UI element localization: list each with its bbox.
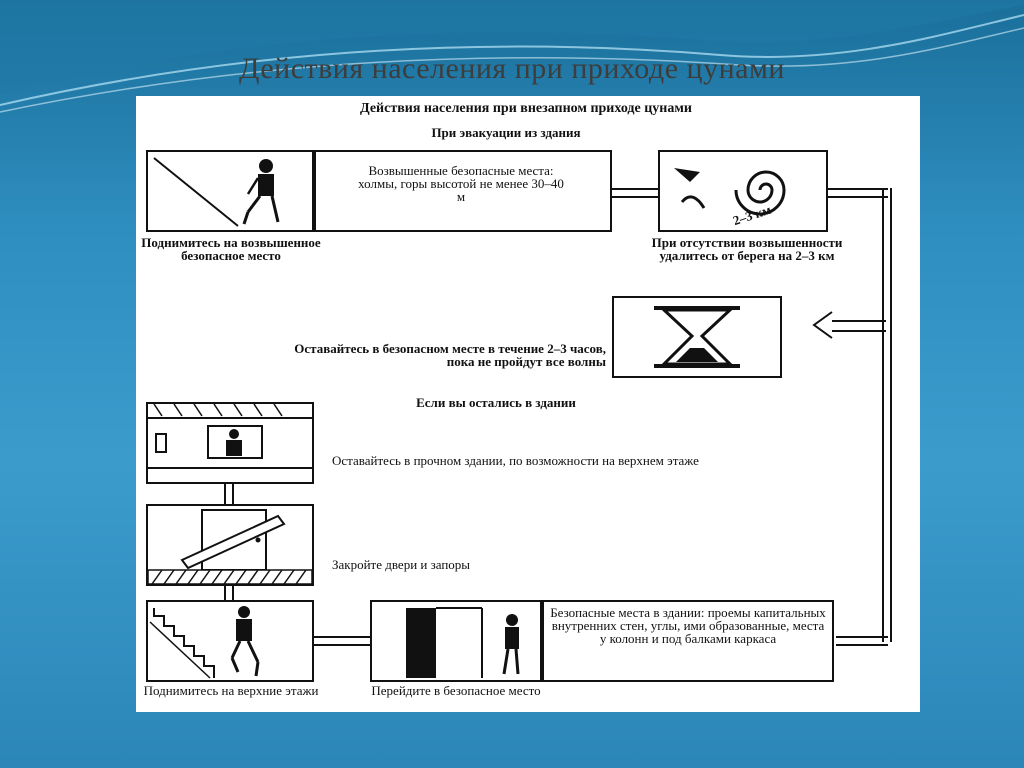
climbing-person-icon — [148, 152, 312, 230]
doorway-person-icon — [372, 602, 540, 680]
hourglass-icon — [614, 298, 780, 376]
hourglass-illustration — [612, 296, 782, 378]
barred-door-icon — [148, 506, 312, 584]
caption-stay-safe: Оставайтесь в безопасном месте в течение… — [266, 342, 606, 368]
caption-go-upstairs: Поднимитесь на верхние этажи — [136, 684, 326, 697]
strong-building-illustration — [146, 402, 314, 484]
connector-line — [836, 636, 888, 646]
connector-line — [612, 188, 658, 198]
safe-doorway-illustration — [370, 600, 542, 682]
safe-places-building-text: Безопасные места в здании: проемы капита… — [550, 606, 826, 645]
diagram-heading: Действия населения при внезапном приходе… — [166, 102, 886, 115]
connector-line — [828, 188, 888, 198]
connector-line — [224, 484, 234, 504]
section-heading-evacuation: При эвакуации из здания — [316, 126, 696, 139]
arrow-left-icon — [812, 310, 834, 340]
door-barred-illustration — [146, 504, 314, 586]
caption-strong-building: Оставайтесь в прочном здании, по возможн… — [332, 454, 712, 467]
connector-line — [826, 320, 886, 332]
building-window-icon — [148, 404, 312, 482]
section-heading-in-building: Если вы остались в здании — [336, 396, 656, 409]
climb-slope-illustration — [146, 150, 314, 232]
high-safe-places-text: Возвышенные безопасные места: холмы, гор… — [356, 164, 566, 203]
safe-places-building-box: Безопасные места в здании: проемы капита… — [542, 600, 834, 682]
caption-go-safe-place: Перейдите в безопасное место — [360, 684, 552, 697]
person-stairs-icon — [148, 602, 312, 680]
distance-label: 2–3 км — [731, 202, 773, 228]
caption-move-away: При отсутствии возвышенности удалитесь о… — [642, 236, 852, 262]
tsunami-actions-diagram: Действия населения при внезапном приходе… — [136, 96, 920, 712]
connector-line — [224, 586, 234, 600]
slide-title: Действия населения при приходе цунами — [0, 52, 1024, 86]
flow-line-vertical — [882, 188, 892, 642]
tsunami-wave-icon: 2–3 км — [660, 152, 826, 230]
stairs-illustration — [146, 600, 314, 682]
high-safe-places-box: Возвышенные безопасные места: холмы, гор… — [314, 150, 612, 232]
connector-line — [314, 636, 370, 646]
caption-close-doors: Закройте двери и запоры — [332, 558, 502, 571]
wave-distance-illustration: 2–3 км — [658, 150, 828, 232]
caption-climb-high: Поднимитесь на возвышенное безопасное ме… — [136, 236, 326, 262]
